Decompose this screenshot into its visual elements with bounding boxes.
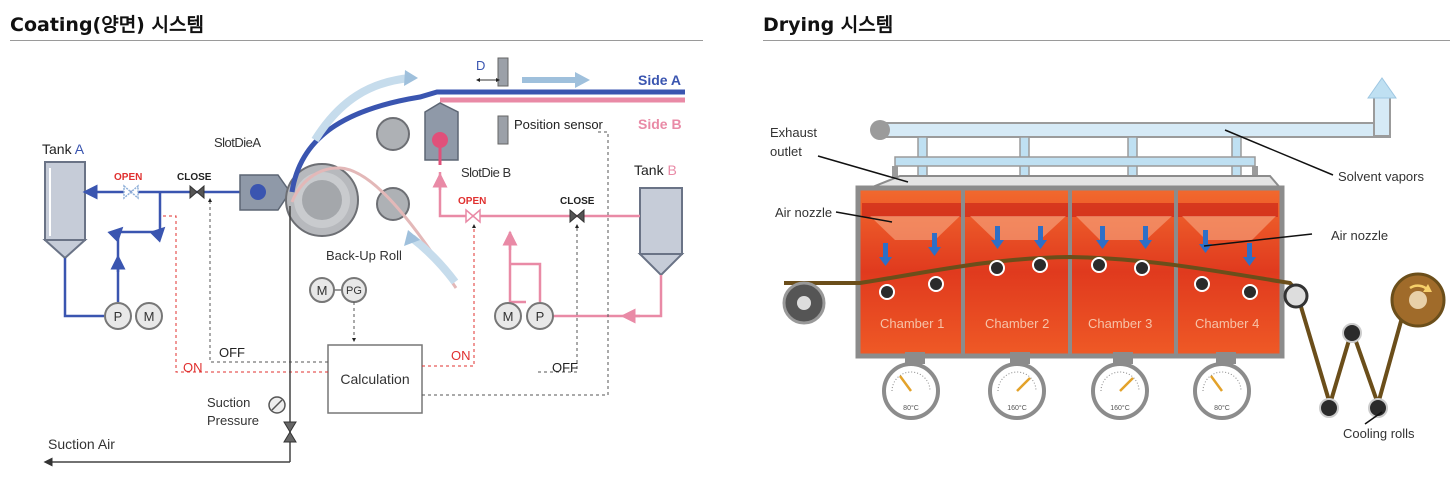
exit-roll [1283,283,1309,309]
svg-text:80°C: 80°C [903,404,919,412]
svg-text:Calculation: Calculation [340,371,409,387]
gap-d-label: D [476,58,485,73]
slot-die-b-label: SlotDie B [461,165,511,180]
slot-die-a [239,174,291,211]
open-a-label: OPEN [114,172,142,183]
svg-text:160°C: 160°C [1110,404,1130,412]
temperature-gauge-4: 80°C [1193,362,1251,420]
drying-panel-title: Drying 시스템 [763,14,894,36]
svg-text:M: M [144,309,155,324]
open-valve-b [465,208,481,224]
solvent-vapors-label: Solvent vapors [1338,169,1424,184]
temperature-gauge-2: 160°C [988,362,1046,420]
off-right-label: OFF [552,360,578,375]
suction-pressure-label-2: Pressure [207,413,259,428]
temperature-gauge-3: 160°C [1091,362,1149,420]
exhaust-outlet-label-1: Exhaust [770,125,817,140]
off-left-label: OFF [219,345,245,360]
coating-diagram: Tank A OPEN CLOSE P M SlotDieA [42,57,685,467]
calculation-box: Calculation [327,344,423,414]
side-a-label: Side A [638,72,681,88]
slot-die-a-label: SlotDieA [214,135,261,150]
tank-a-label: Tank A [42,141,85,157]
suction-pressure-gauge [268,396,286,414]
drying-diagram: Chamber 1 Chamber 2 Chamber 3 Chamber 4 … [770,77,1446,441]
air-nozzle-left-label: Air nozzle [775,205,832,220]
tank-b [637,187,685,277]
back-up-roll-label: Back-Up Roll [326,248,402,263]
on-right-label: ON [451,348,471,363]
svg-text:PG: PG [346,285,362,297]
rewind-roll [1390,272,1446,328]
close-b-label: CLOSE [560,196,595,207]
exhaust-duct [870,77,1397,178]
air-flow-arrows [879,226,1256,266]
coating-panel-title: Coating(양면) 시스템 [10,14,204,36]
suction-air-label: Suction Air [48,436,115,452]
close-a-label: CLOSE [177,172,212,183]
drying-title-rule [763,40,1450,41]
open-valve-a [123,184,139,200]
svg-text:P: P [114,309,123,324]
chamber-2-label: Chamber 2 [985,316,1049,331]
cooling-rolls-label: Cooling rolls [1343,426,1415,441]
motor-b: M [494,302,522,330]
side-b-label: Side B [638,116,682,132]
chamber-4-label: Chamber 4 [1195,316,1259,331]
pressure-gauge: PG [341,277,367,303]
position-sensor-label: Position sensor [514,117,604,132]
on-left-label: ON [183,360,203,375]
svg-text:P: P [536,309,545,324]
svg-text:80°C: 80°C [1214,404,1230,412]
svg-text:M: M [317,283,328,298]
unwind-roll [782,281,826,325]
suction-valve [283,421,297,443]
motor-a: M [135,302,163,330]
open-b-label: OPEN [458,196,486,207]
dryer-oven [855,185,1285,364]
pump-b: P [526,302,554,330]
temperature-gauge-1: 80°C [882,362,940,420]
slot-die-b [424,102,459,165]
svg-text:160°C: 160°C [1007,404,1027,412]
guide-roll-upper [376,117,410,151]
close-valve-a [189,184,205,200]
pump-a: P [104,302,132,330]
svg-text:M: M [503,309,514,324]
exhaust-outlet-label-2: outlet [770,144,802,159]
air-nozzle-right-label: Air nozzle [1331,228,1388,243]
coating-title-rule [10,40,703,41]
close-valve-b [569,208,585,224]
chamber-1-label: Chamber 1 [880,316,944,331]
suction-pressure-label-1: Suction [207,395,250,410]
tank-a [42,161,88,260]
tank-b-label: Tank B [634,162,677,178]
cooling-rolls [1319,323,1388,418]
web-rollers [879,257,1258,300]
motor-roll: M [309,277,335,303]
position-sensor [497,57,509,145]
chamber-3-label: Chamber 3 [1088,316,1152,331]
